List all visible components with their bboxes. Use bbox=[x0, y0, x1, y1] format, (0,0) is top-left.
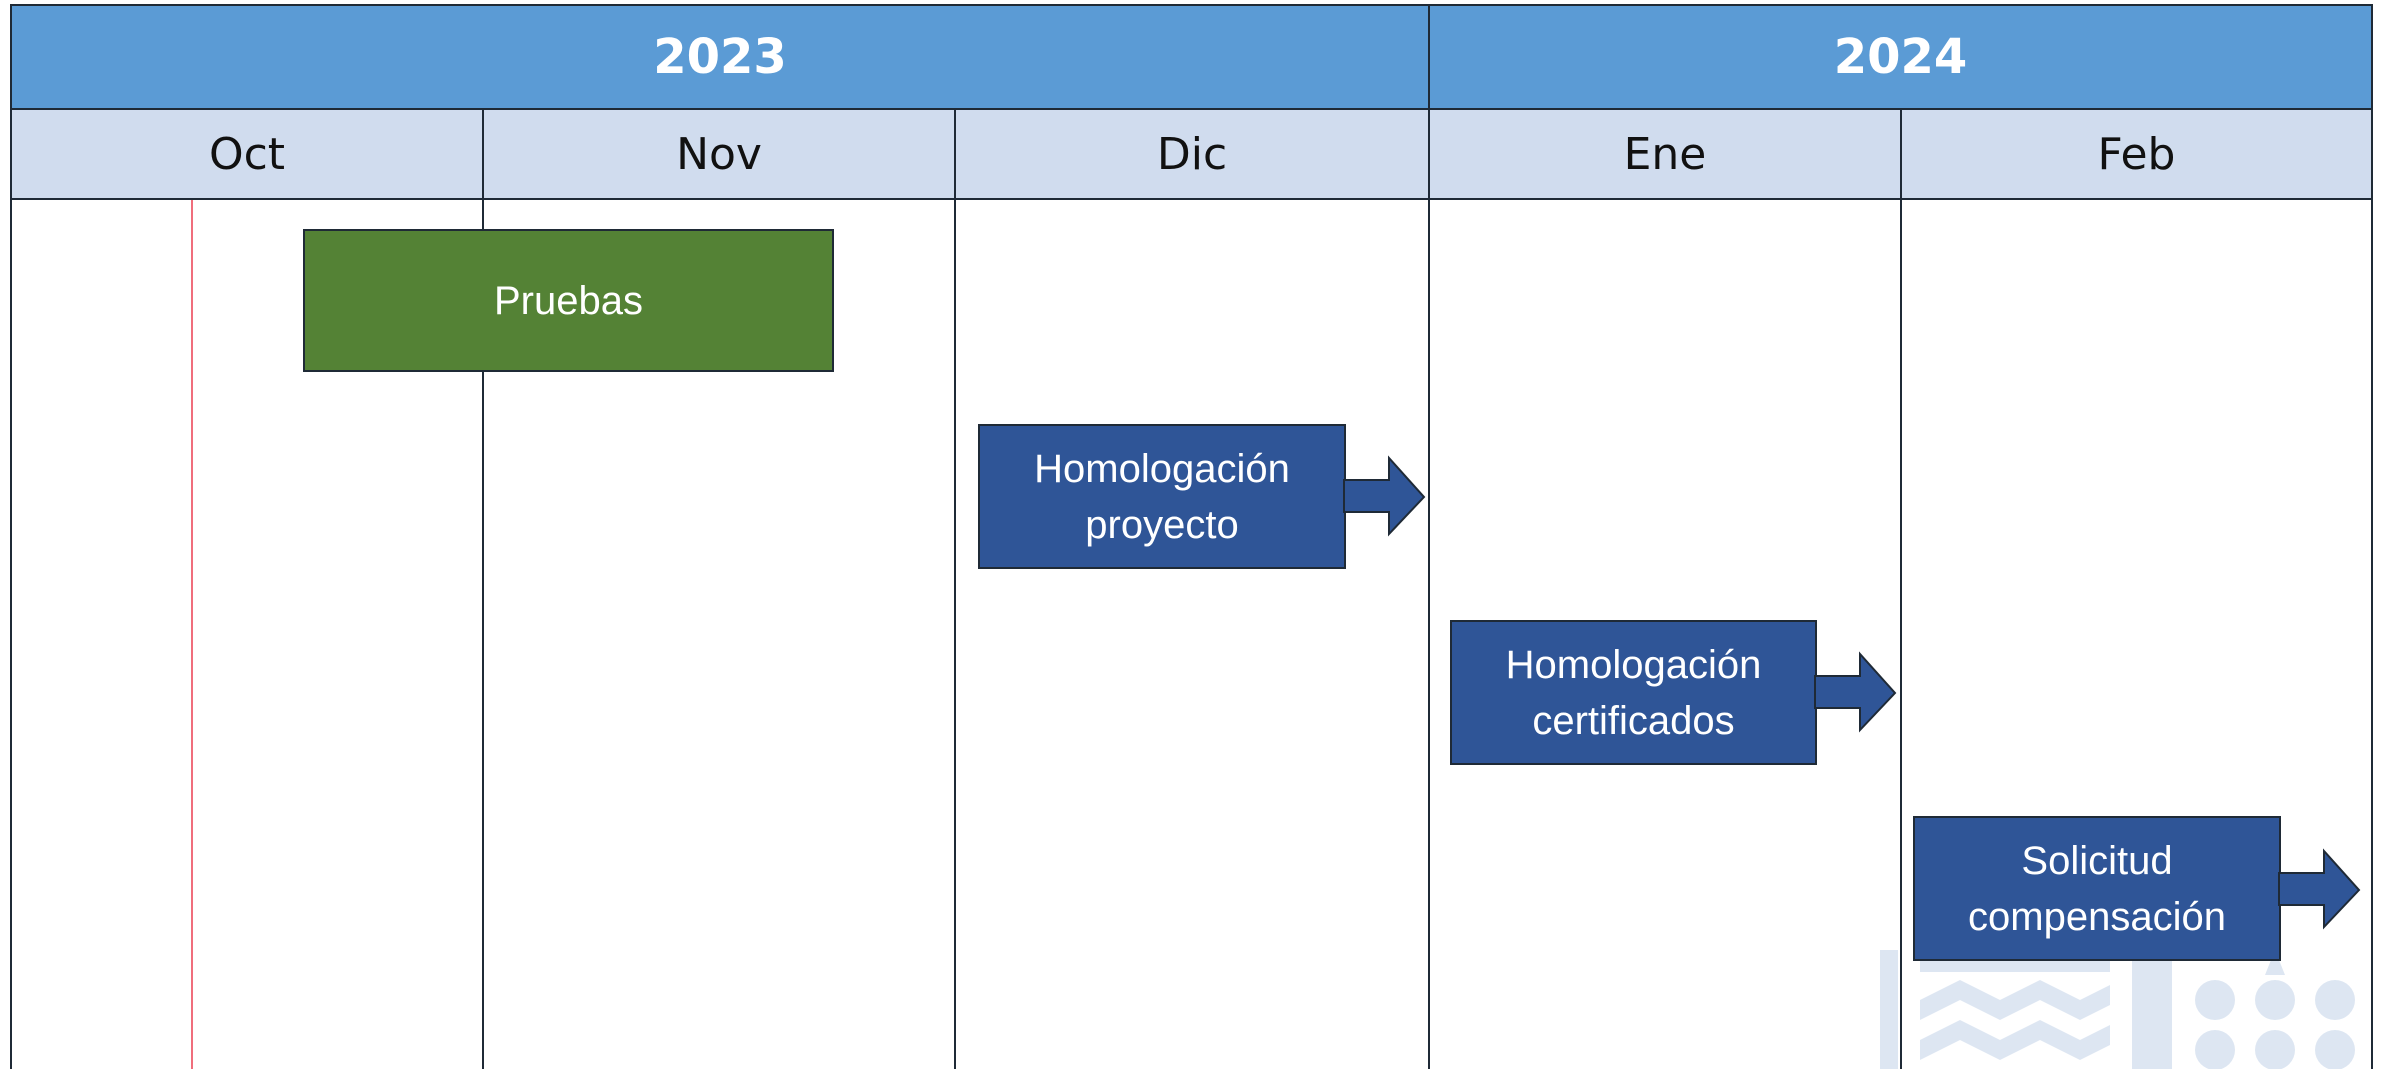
grid-line bbox=[2371, 200, 2373, 1069]
year-label: 2024 bbox=[1833, 29, 1968, 85]
month-header-ene: Ene bbox=[1428, 110, 1902, 200]
arrow-right-icon bbox=[2278, 848, 2361, 930]
month-header-feb: Feb bbox=[1900, 110, 2373, 200]
task-label: Homologación certificados bbox=[1505, 642, 1762, 743]
task-bar-solicitud-compensacion[interactable]: Solicitud compensación bbox=[1913, 816, 2281, 961]
month-label: Nov bbox=[676, 128, 762, 180]
month-header-oct: Oct bbox=[10, 110, 484, 200]
month-label: Dic bbox=[1156, 128, 1228, 180]
year-header-2023: 2023 bbox=[10, 4, 1430, 110]
grid-line bbox=[954, 200, 956, 1069]
today-marker-line bbox=[191, 200, 193, 1069]
month-header-dic: Dic bbox=[954, 110, 1430, 200]
arrow-right-icon bbox=[1814, 651, 1897, 733]
month-header-nov: Nov bbox=[482, 110, 956, 200]
task-label: Pruebas bbox=[494, 278, 643, 323]
task-label: Solicitud compensación bbox=[1968, 838, 2226, 939]
year-label: 2023 bbox=[653, 29, 787, 85]
arrow-right-icon bbox=[1343, 455, 1426, 537]
grid-line bbox=[10, 200, 12, 1069]
task-label: Homologación proyecto bbox=[1034, 446, 1290, 547]
grid-line bbox=[1900, 200, 1902, 1069]
month-label: Ene bbox=[1623, 128, 1707, 180]
month-label: Oct bbox=[208, 128, 286, 180]
year-header-2024: 2024 bbox=[1428, 4, 2373, 110]
task-bar-pruebas[interactable]: Pruebas bbox=[303, 229, 834, 372]
task-bar-homologacion-proyecto[interactable]: Homologación proyecto bbox=[978, 424, 1346, 569]
grid-line bbox=[1428, 200, 1430, 1069]
grid-line bbox=[482, 200, 484, 1069]
task-bar-homologacion-certificados[interactable]: Homologación certificados bbox=[1450, 620, 1817, 765]
month-label: Feb bbox=[2097, 128, 2176, 180]
watermark-logo bbox=[1880, 950, 2355, 1069]
